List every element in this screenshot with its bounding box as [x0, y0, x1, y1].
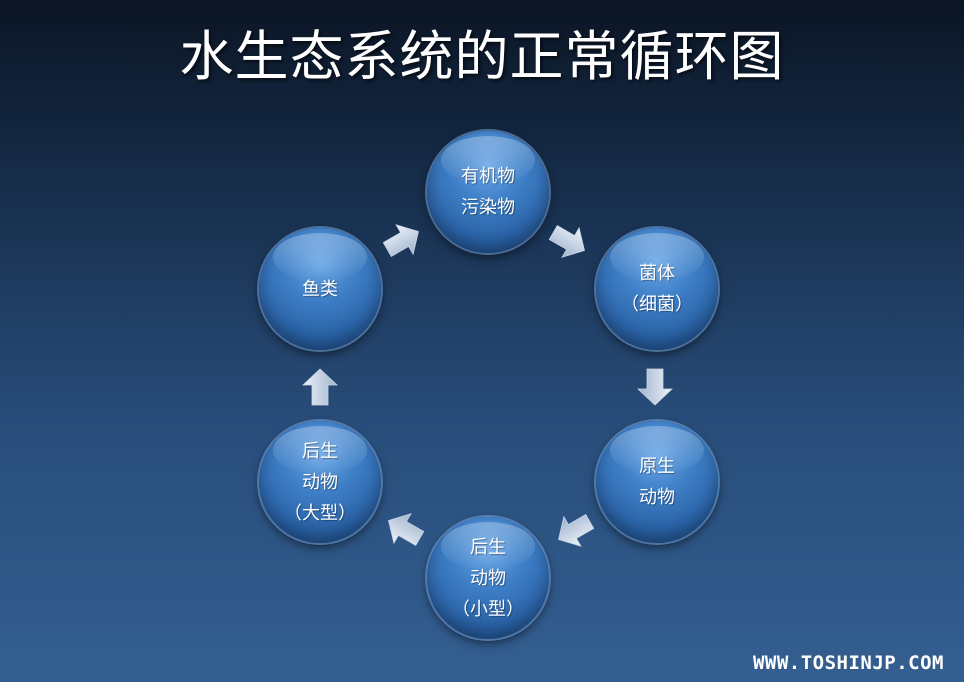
- node-small-metazoa-line-2: 动物: [470, 567, 506, 589]
- node-organic-pollutant-line-1: 有机物: [461, 166, 515, 187]
- arrow-organic-to-bacteria: [548, 225, 585, 258]
- node-protozoa-line-2: 动物: [639, 487, 675, 508]
- arrow-large-metazoa-to-fish: [301, 368, 339, 406]
- node-fish-line-1: 鱼类: [302, 278, 338, 300]
- node-bacteria-line-2: （细菌）: [621, 294, 693, 315]
- footer-url: WWW.TOSHINJP.COM: [752, 652, 944, 674]
- node-small-metazoa: 后生 动物 （小型）: [427, 517, 549, 639]
- arrow-small-to-large-metazoa: [388, 513, 425, 546]
- arrow-bacteria-to-protozoa: [636, 368, 674, 406]
- node-organic-pollutant: 有机物 污染物: [427, 131, 549, 253]
- node-bacteria: 菌体 （细菌）: [596, 228, 718, 350]
- arrow-fish-to-organic: [382, 224, 419, 257]
- node-large-metazoa-line-3: （大型）: [284, 502, 356, 524]
- slide-title: 水生态系统的正常循环图: [179, 25, 785, 88]
- node-large-metazoa: 后生 动物 （大型）: [259, 421, 381, 543]
- node-bacteria-line-1: 菌体: [639, 263, 675, 284]
- arrow-protozoa-to-small-metazoa: [558, 514, 595, 547]
- node-protozoa-line-1: 原生: [639, 456, 675, 477]
- node-organic-pollutant-line-2: 污染物: [461, 197, 515, 218]
- node-fish: 鱼类: [259, 228, 381, 350]
- node-large-metazoa-line-2: 动物: [302, 471, 338, 493]
- node-small-metazoa-line-3: （小型）: [452, 598, 524, 620]
- node-small-metazoa-line-1: 后生: [470, 536, 506, 558]
- node-protozoa: 原生 动物: [596, 421, 718, 543]
- node-large-metazoa-line-1: 后生: [302, 440, 338, 462]
